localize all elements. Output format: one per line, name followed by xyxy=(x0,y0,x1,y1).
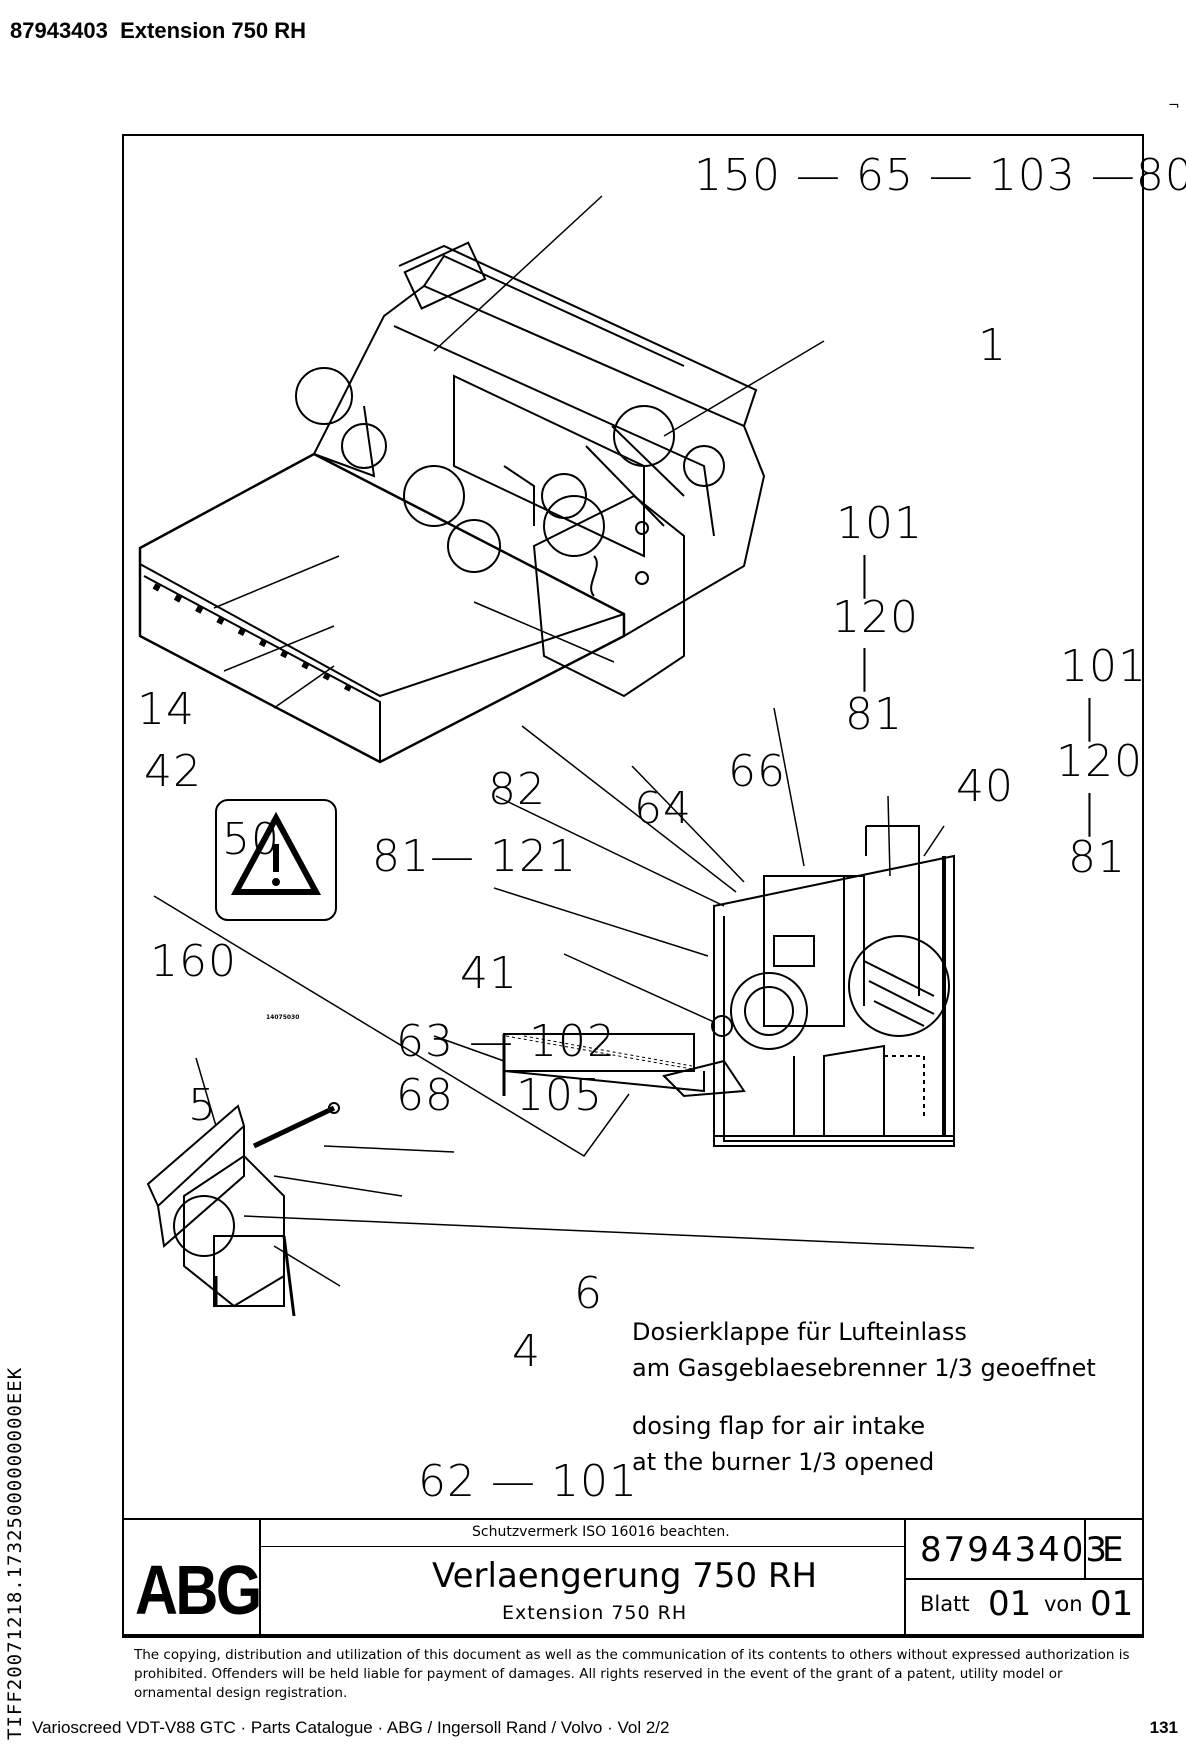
callout-101-a: 101 xyxy=(836,498,923,549)
title-block-divider-number xyxy=(904,1518,906,1634)
callout-66: 66 xyxy=(728,746,786,797)
drawing-number: 87943403 xyxy=(920,1530,1110,1570)
of-label: von xyxy=(1044,1592,1083,1616)
side-file-code: TIFF20071218.17325000000000EEK xyxy=(4,1366,26,1740)
title-block-bottom-rule xyxy=(122,1634,1144,1636)
page-header: 87943403 Extension 750 RH xyxy=(10,18,306,44)
warning-label-code: 14075030 xyxy=(266,1014,300,1021)
copyright-notice: The copying, distribution and utilizatio… xyxy=(134,1647,1130,1701)
note-german-line2: am Gasgeblaesebrenner 1/3 geoeffnet xyxy=(632,1354,1096,1382)
sheet-total: 01 xyxy=(1090,1584,1134,1624)
callout-bar-b2: | xyxy=(1082,786,1098,837)
crop-mark: ¬ xyxy=(1168,98,1180,114)
callout-4: 4 xyxy=(512,1326,541,1377)
note-german-line1: Dosierklappe für Lufteinlass xyxy=(632,1318,967,1346)
callout-42: 42 xyxy=(144,746,202,797)
bracket-assembly-illustration xyxy=(146,1102,340,1317)
protection-note: Schutzvermerk ISO 16016 beachten. xyxy=(472,1524,730,1540)
sheet-label: Blatt xyxy=(920,1592,970,1616)
callout-160: 160 xyxy=(150,936,237,987)
drawing-sheet xyxy=(122,134,1144,1638)
callout-5: 5 xyxy=(188,1080,217,1131)
callout-62-101: 62 — 101 xyxy=(418,1456,638,1507)
abg-logo: ABG xyxy=(135,1551,262,1629)
warning-sign-illustration xyxy=(215,799,337,921)
title-block-divider-revision xyxy=(1084,1518,1086,1578)
header-part-number: 87943403 xyxy=(10,18,108,43)
title-block-top-rule xyxy=(122,1518,1144,1520)
callout-1: 1 xyxy=(978,320,1007,371)
callout-50: 50 xyxy=(222,814,280,865)
callout-14: 14 xyxy=(137,684,195,735)
callout-101-b: 101 xyxy=(1060,641,1147,692)
callout-bar-b1: | xyxy=(1082,691,1098,742)
leader-lines-middle xyxy=(153,707,945,1157)
page-number: 131 xyxy=(1149,1718,1178,1737)
callout-81-121: 81— 121 xyxy=(372,831,577,882)
title-german: Verlaengerung 750 RH xyxy=(432,1556,818,1596)
leader-lines-lower xyxy=(195,1057,975,1287)
callout-105: 105 xyxy=(516,1070,603,1121)
page-footer: Varioscreed VDT-V88 GTC · Parts Catalogu… xyxy=(32,1718,670,1737)
header-title: Extension 750 RH xyxy=(120,18,306,43)
leader-lines-upper xyxy=(213,195,825,709)
callout-82: 82 xyxy=(488,764,546,815)
extension-unit-illustration xyxy=(138,241,766,764)
callout-top-chain: 150 — 65 — 103 —80 xyxy=(694,150,1186,201)
callout-40: 40 xyxy=(956,761,1014,812)
callout-bar-a1: | xyxy=(857,548,873,599)
callout-120-a: 120 xyxy=(832,592,919,643)
title-english: Extension 750 RH xyxy=(502,1602,688,1624)
burner-assembly-illustration xyxy=(502,825,955,1147)
note-english-line2: at the burner 1/3 opened xyxy=(632,1448,935,1476)
title-block-divider-logo xyxy=(259,1518,261,1634)
sheet-number: 01 xyxy=(988,1584,1032,1624)
callout-64: 64 xyxy=(634,783,692,834)
callout-81-b: 81 xyxy=(1068,832,1126,883)
callout-120-b: 120 xyxy=(1056,736,1143,787)
revision-letter: E xyxy=(1102,1530,1124,1570)
callout-81-a: 81 xyxy=(845,689,903,740)
callout-68: 68 xyxy=(396,1070,454,1121)
callout-63-102: 63 — 102 xyxy=(396,1016,616,1067)
title-block-sheet-rule xyxy=(904,1578,1144,1580)
title-block-protection-rule xyxy=(259,1546,904,1547)
callout-41: 41 xyxy=(460,948,518,999)
note-english-line1: dosing flap for air intake xyxy=(632,1412,926,1440)
callout-bar-a2: | xyxy=(857,641,873,692)
exploded-parts-drawing xyxy=(138,195,975,1317)
callout-6: 6 xyxy=(574,1268,603,1319)
